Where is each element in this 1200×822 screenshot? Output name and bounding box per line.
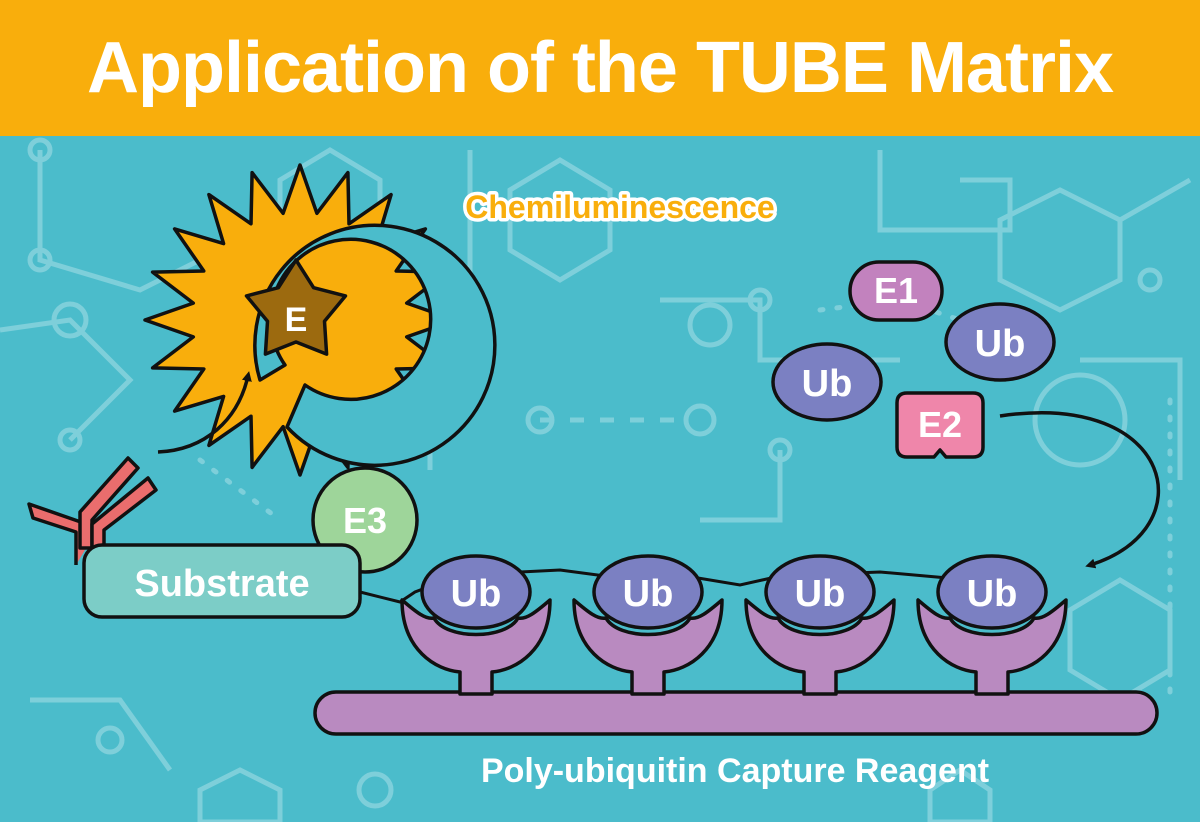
bound-ub: Ub (764, 554, 876, 630)
tube-diagram: Chemiluminescence E E1 Ub Ub E2 (0, 137, 1192, 822)
curved-arrow-icon (999, 411, 1161, 569)
chemiluminescence-text: Chemiluminescence (465, 189, 774, 225)
e3-label: E3 (343, 500, 387, 541)
chemiluminescence-label: Chemiluminescence (462, 186, 778, 229)
sun-ring-gap (253, 223, 497, 468)
header-banner: Application of the TUBE Matrix (0, 0, 1200, 136)
capture-reagent (313, 598, 1159, 736)
bound-ub-shape (420, 554, 532, 630)
sun-burst-icon: E (143, 163, 497, 477)
ub-label: Ub (795, 573, 846, 615)
e1-enzyme: E1 (848, 260, 944, 322)
bound-ub-shape (936, 554, 1048, 630)
free-ub-left: Ub (771, 342, 883, 422)
enzyme-star-icon (244, 258, 348, 356)
capture-cup (744, 598, 896, 696)
e1-label: E1 (874, 270, 918, 311)
ub-label: Ub (967, 573, 1018, 615)
bound-ub-shape (592, 554, 704, 630)
capture-cup (572, 598, 724, 696)
page-title: Application of the TUBE Matrix (86, 28, 1114, 108)
substrate-label: Substrate (134, 563, 309, 605)
bound-ubiquitin-chain: Ub Ub Ub Ub (420, 554, 1048, 630)
e2-label: E2 (918, 404, 962, 445)
e2-enzyme: E2 (895, 391, 985, 459)
capture-reagent-label: Poly-ubiquitin Capture Reagent (481, 752, 989, 790)
bound-ub-shape (764, 554, 876, 630)
ub-label: Ub (975, 323, 1026, 365)
free-ub-right: Ub (944, 302, 1056, 382)
substrate: Substrate (82, 543, 362, 619)
curved-arrow-icon (157, 371, 252, 454)
capture-cup (916, 598, 1068, 696)
ub-label: Ub (451, 573, 502, 615)
enzyme-label: E (285, 301, 308, 339)
ub-label: Ub (802, 363, 853, 405)
ub-label: Ub (623, 573, 674, 615)
capture-cup (400, 598, 552, 696)
bound-ub: Ub (420, 554, 532, 630)
bound-ub: Ub (936, 554, 1048, 630)
bound-ub: Ub (592, 554, 704, 630)
capture-cups (400, 598, 1068, 696)
